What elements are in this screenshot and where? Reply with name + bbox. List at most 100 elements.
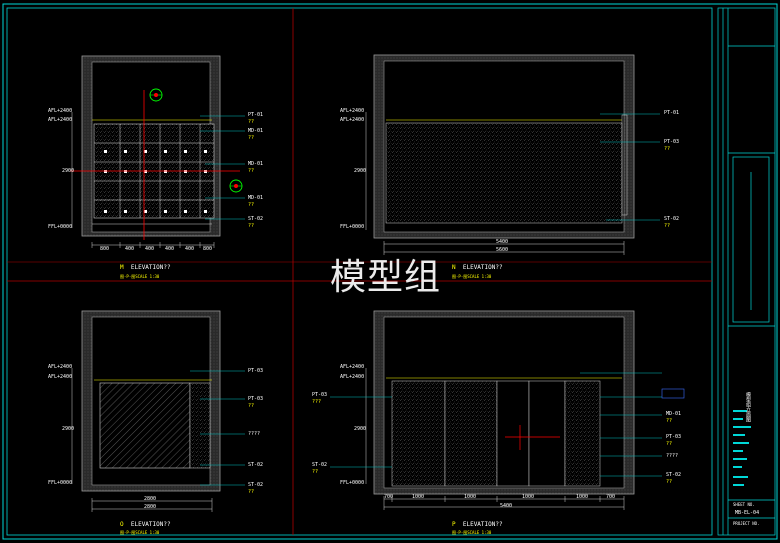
dimension-label: 1000 (576, 494, 589, 500)
elevation-p (330, 310, 685, 510)
drawing-title: 模型组立面图 (745, 392, 751, 422)
elevation-letter: O (120, 521, 124, 528)
material-tag: MD-01 (248, 161, 264, 167)
material-tag: PT-03 (664, 139, 680, 145)
material-tag: PT-01 (664, 110, 680, 116)
elevation-scale: 图-P-图SCALE 1:30 (120, 530, 160, 535)
door-leaf-left (496, 380, 530, 487)
dimension-label: 400 (185, 246, 195, 252)
elevation-title: M ELEVATION?? (120, 264, 171, 271)
elevation-scale: 图-P-图SCALE 1:30 (452, 530, 492, 535)
level-label: AFL+2400 (340, 108, 365, 114)
dimension-label: 400 (145, 246, 155, 252)
elevation-scale: 图-P-图SCALE 1:30 (120, 274, 160, 279)
material-tag: PT-03 (312, 392, 328, 398)
material-note: ?? (666, 479, 673, 485)
dimension-chain (71, 112, 215, 248)
dimension-label: 800 (203, 246, 213, 252)
material-tag: PT-03 (248, 396, 264, 402)
elevation-scale: 图-P-图SCALE 1:30 (452, 274, 492, 279)
material-tag: ST-02 (248, 482, 264, 488)
stone-panel-right (564, 380, 601, 487)
elevation-n (365, 54, 660, 255)
stone-panel (385, 122, 623, 224)
leader-lines (190, 370, 245, 486)
title-block-info (733, 410, 751, 486)
section-marker-top (149, 88, 163, 102)
material-tag: ST-02 (248, 216, 264, 222)
material-tag: ST-02 (666, 472, 682, 478)
dimension-chain (365, 112, 625, 255)
elevation-text: ELEVATION?? (130, 521, 171, 528)
drawing-frame (6, 7, 713, 536)
level-label: AFL+2400 (48, 108, 73, 114)
material-note: ?? (248, 135, 255, 141)
material-tag: PT-01 (248, 112, 264, 118)
dimension-label: 1000 (464, 494, 477, 500)
level-label: AFL+2400 (340, 117, 365, 123)
dimension-vertical: 2900 (354, 426, 367, 432)
material-note: ?? (248, 403, 255, 409)
material-note: ?? (666, 418, 673, 424)
elevation-title: N ELEVATION?? (452, 264, 503, 271)
stone-panel-left (391, 380, 446, 487)
dimension-label: 800 (100, 246, 110, 252)
dimension-total: 5400 (500, 503, 513, 509)
material-note: ?? (248, 223, 255, 229)
dimension-vertical: 2900 (62, 426, 75, 432)
elevation-text: ELEVATION?? (462, 521, 503, 528)
watermark: 模型组 (330, 257, 442, 298)
elevation-letter: P (452, 521, 456, 528)
material-note: ?? (248, 202, 255, 208)
elevation-letter: M (120, 264, 124, 271)
level-label: AFL+2400 (340, 364, 365, 370)
material-tag: PT-03 (666, 434, 682, 440)
sheet-label: SHEET NO. (733, 502, 755, 507)
dimension-label: 1000 (412, 494, 425, 500)
level-label: AFL+2400 (48, 117, 73, 123)
title-block (717, 7, 776, 536)
leader-lines (330, 372, 662, 477)
dimension-label: 5600 (496, 247, 509, 253)
dimension-vertical: 2900 (62, 168, 75, 174)
elevation-text: ELEVATION?? (462, 264, 503, 271)
legend-box (661, 388, 685, 399)
dimension-label: 700 (606, 494, 616, 500)
door-frame (621, 114, 628, 216)
material-tag: MD-01 (248, 195, 264, 201)
level-label: FFL+0000 (48, 480, 73, 486)
dimension-vertical: 2900 (354, 168, 367, 174)
stone-panel-center (444, 380, 498, 487)
section-marker-mid (229, 179, 243, 193)
level-label: FFL+0000 (48, 224, 73, 230)
dimension-label: 400 (125, 246, 135, 252)
elevation-title: O ELEVATION?? (120, 521, 171, 528)
leader-lines (600, 113, 660, 221)
dimension-label: 400 (165, 246, 175, 252)
material-note: ?? (666, 441, 673, 447)
hatched-panel (99, 382, 191, 469)
material-note: ?? (248, 119, 255, 125)
dimension-chain (71, 368, 213, 512)
elevation-m (70, 55, 245, 248)
project-label: PROJECT NO. (733, 521, 760, 526)
material-tag: ST-02 (664, 216, 680, 222)
dimension-label: 2800 (144, 504, 157, 510)
elevation-text: ELEVATION?? (130, 264, 171, 271)
material-tag: ST-02 (248, 462, 264, 468)
level-label: FFL+0000 (340, 480, 365, 486)
level-label: FFL+0000 (340, 224, 365, 230)
elevation-o (71, 310, 245, 512)
sheet-border (2, 3, 778, 540)
elevation-title: P ELEVATION?? (452, 521, 503, 528)
material-tag: MD-01 (248, 128, 264, 134)
level-label: AFL+2400 (48, 374, 73, 380)
material-note: ?? (248, 489, 255, 495)
material-note: ?? (664, 146, 671, 152)
material-note: ?? (664, 223, 671, 229)
material-note: ?? (312, 469, 319, 475)
elevation-letter: N (452, 264, 456, 271)
dimension-chain (365, 368, 625, 510)
material-tag: ST-02 (312, 462, 328, 468)
